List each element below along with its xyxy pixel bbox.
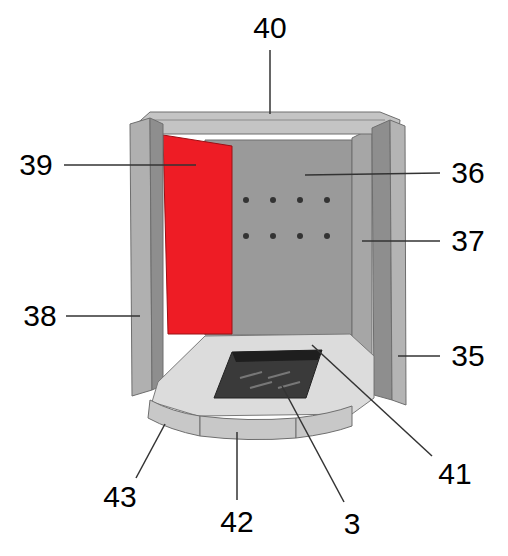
callout-number: 40: [253, 13, 286, 43]
front-brick-right: [296, 406, 352, 438]
callout-number: 39: [19, 150, 52, 180]
callout-number: 36: [451, 158, 484, 188]
right-side-piece: [372, 120, 392, 400]
air-holes: [243, 197, 330, 239]
callout-number: 41: [438, 459, 471, 489]
grate: [214, 350, 322, 398]
callout-number: 35: [451, 341, 484, 371]
callout-number: 43: [103, 482, 136, 512]
left-side-piece: [130, 118, 152, 396]
callout-number: 38: [23, 301, 56, 331]
front-brick-middle: [200, 416, 296, 440]
front-brick-left: [148, 400, 200, 436]
leader-lines: [64, 50, 440, 502]
right-inner-panel: [352, 128, 372, 372]
floor-plate: [152, 334, 374, 416]
callout-number: 42: [220, 507, 253, 537]
callout-number: 37: [451, 226, 484, 256]
grate-slots: [240, 372, 300, 388]
callout-number: 3: [344, 509, 361, 539]
top-bar: [132, 112, 400, 138]
